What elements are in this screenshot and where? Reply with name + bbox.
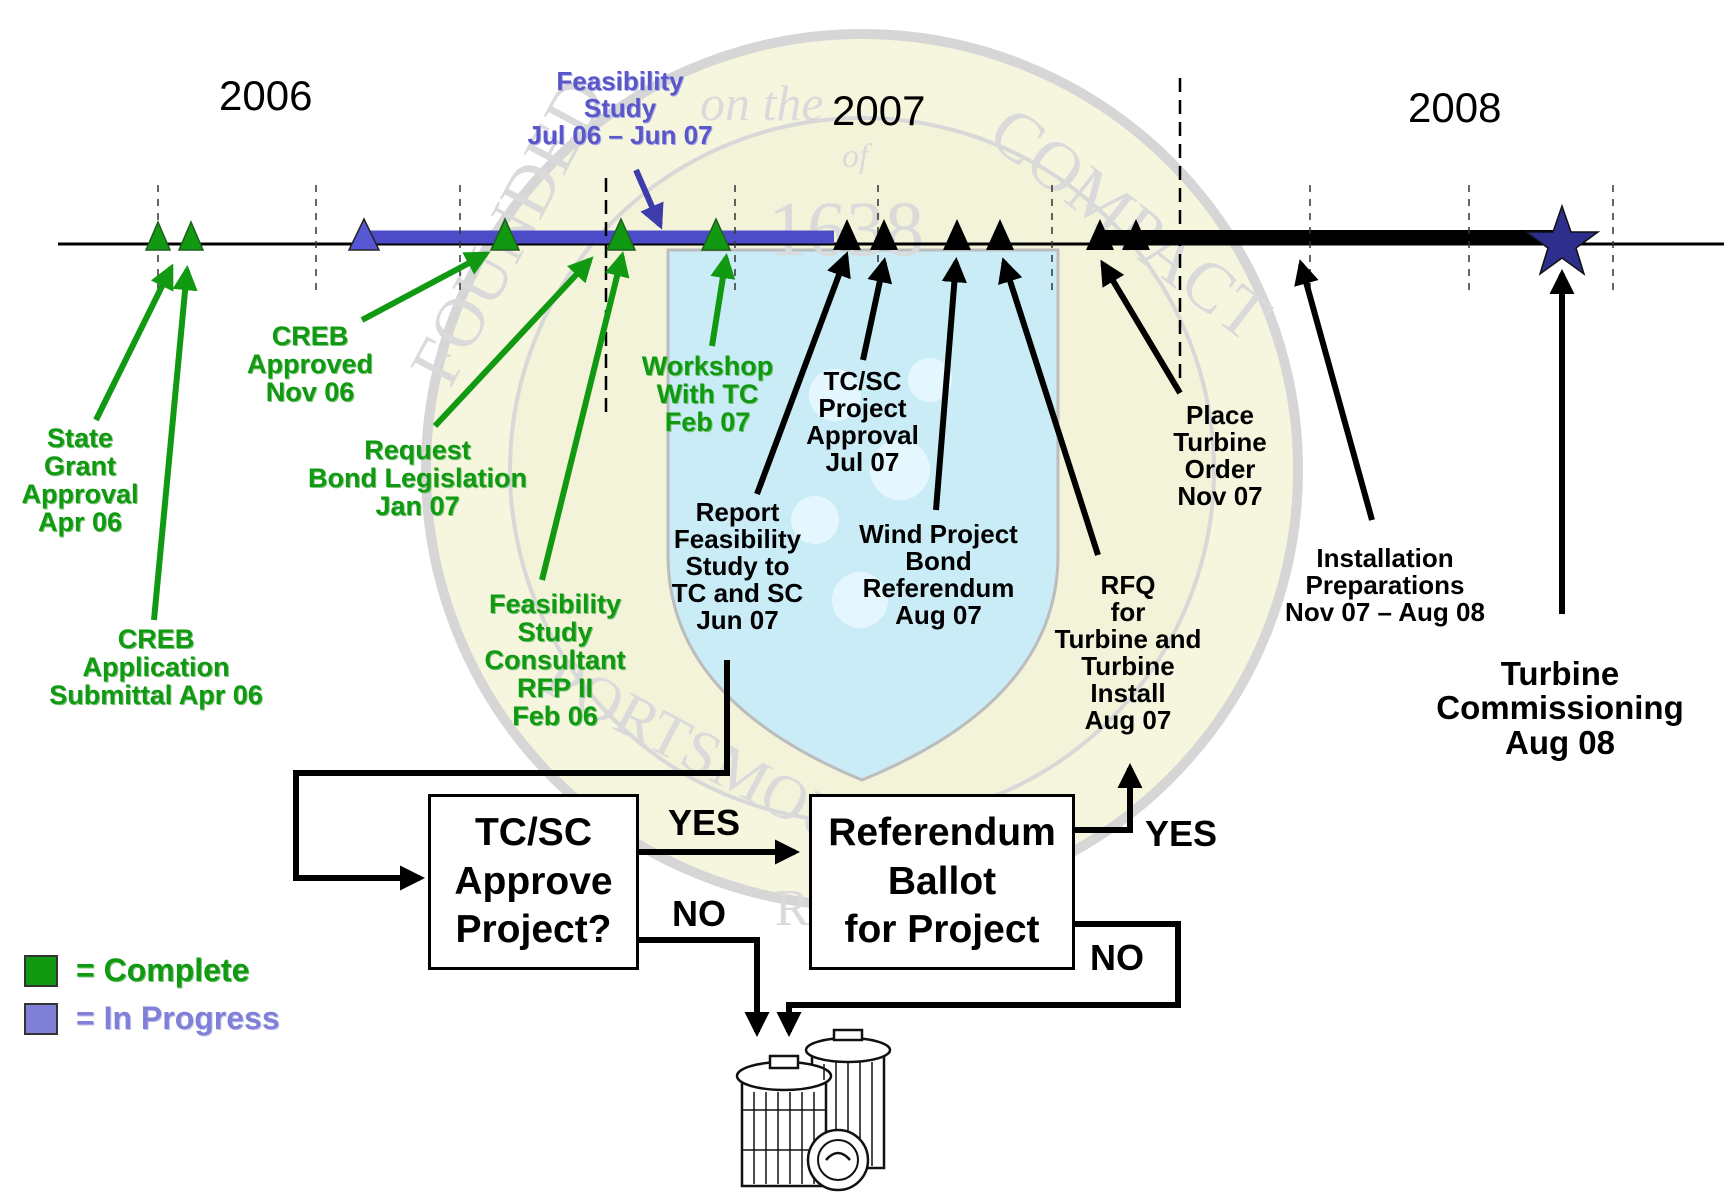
commissioning-star bbox=[1523, 203, 1601, 276]
seal-of-text: of bbox=[842, 138, 873, 175]
no-label-ballot: NO bbox=[1090, 937, 1144, 978]
seal-shield bbox=[666, 248, 1060, 782]
complete-arrows bbox=[93, 251, 736, 621]
year-2008: 2008 bbox=[1408, 84, 1502, 131]
legend-complete-swatch bbox=[24, 955, 58, 987]
trash-can-icon bbox=[735, 1028, 892, 1192]
complete-markers bbox=[144, 217, 732, 251]
seal-on-the-text: on the bbox=[700, 75, 824, 131]
month-ticks bbox=[157, 185, 1614, 295]
legend-in-progress-swatch bbox=[24, 1003, 58, 1035]
yes-label-ballot: YES bbox=[1145, 813, 1218, 854]
yes-label-approve: YES bbox=[668, 802, 741, 843]
year-2006: 2006 bbox=[219, 72, 313, 119]
flow-connectors bbox=[293, 660, 1181, 1038]
future-arrows bbox=[754, 251, 1575, 614]
legend-complete-label: = Complete bbox=[76, 952, 250, 988]
in-progress-marker bbox=[347, 217, 381, 251]
seal-watermark: 1638 of on the FOUNDED COMPACT PORTSMOUT… bbox=[396, 29, 1303, 937]
future-markers bbox=[833, 219, 1150, 250]
year-2007: 2007 bbox=[832, 87, 926, 134]
feasibility-arrow bbox=[633, 168, 664, 230]
no-label-approve: NO bbox=[672, 893, 726, 934]
legend-in-progress-label: = In Progress bbox=[76, 1000, 280, 1036]
